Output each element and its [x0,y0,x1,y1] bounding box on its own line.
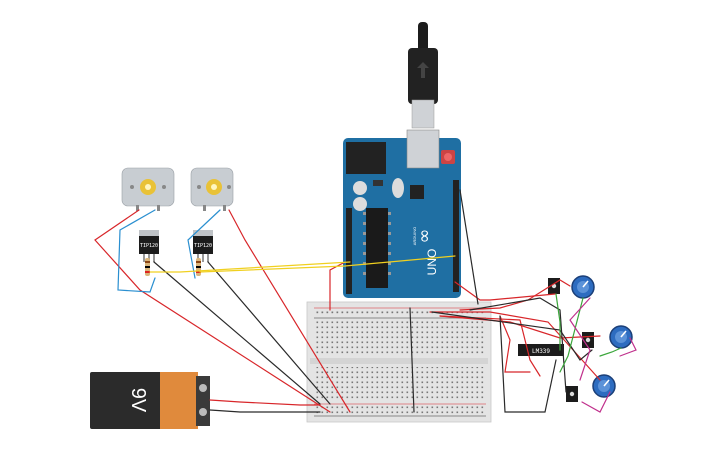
wire-black-6 [499,315,557,413]
wire-black-7 [431,311,593,361]
wire-red-6 [439,315,601,339]
wire-green-3 [599,347,622,357]
breadboard[interactable] [306,301,492,423]
transistor-2[interactable]: TIP120 [193,230,213,262]
atmega-chip [366,208,388,288]
transistor-1-label: TIP120 [140,243,158,249]
wire-blue-2 [187,209,221,279]
wire-black-5 [459,189,479,305]
wire-yellow-2 [199,255,456,273]
wire-black-8 [469,297,567,393]
potentiometer-2[interactable] [609,325,633,349]
wire-red-4 [209,399,321,406]
arduino-uno-board[interactable]: ∞ UNO ARDUINO [343,129,461,298]
wire-red-3 [329,261,346,311]
potentiometer-3[interactable] [592,374,616,398]
potentiometer-1[interactable] [571,275,595,299]
wire-red-2 [228,209,351,413]
wire-black-1 [153,261,321,405]
transistor-1[interactable]: TIP120 [139,230,159,262]
wire-green-2 [559,297,584,373]
arduino-logo-text: ∞ [414,229,435,244]
battery-label: 9V [127,388,149,413]
wire-magenta-2 [619,337,637,357]
wire-red-5 [454,281,556,301]
wire-red-1 [94,209,331,413]
lm339-label: LM339 [532,348,550,355]
usb-port [406,129,440,169]
capacitor-1 [353,181,367,195]
wire-red-7 [439,315,541,377]
digital-header [453,180,459,292]
lm339-chip[interactable]: LM339 [518,344,564,356]
analog-power-header [346,208,352,294]
wire-magenta-3 [581,391,611,413]
wire-black-3 [209,409,321,413]
wire-black-4 [409,307,415,413]
sensor-3[interactable] [566,386,578,402]
dc-motor-2[interactable] [190,167,234,211]
resistor-1[interactable] [145,258,150,276]
usb-cable[interactable] [408,22,438,129]
wire-red-9 [499,315,531,373]
crystal [392,178,404,198]
wire-black-2 [207,261,331,405]
wire-green-1 [555,293,561,351]
power-jack [346,142,386,174]
wire-blue-1 [117,209,156,293]
dc-motor-1[interactable] [121,167,175,211]
wires [94,189,637,413]
battery-9v[interactable]: 9V [90,372,210,429]
wire-yellow-1 [149,261,351,273]
capacitor-2 [353,197,367,211]
transistor-2-label: TIP120 [194,243,212,249]
wire-magenta-1 [569,297,591,381]
arduino-model-text: UNO [425,249,439,276]
arduino-brand-text: ARDUINO [412,227,417,245]
resistor-2[interactable] [196,258,201,276]
